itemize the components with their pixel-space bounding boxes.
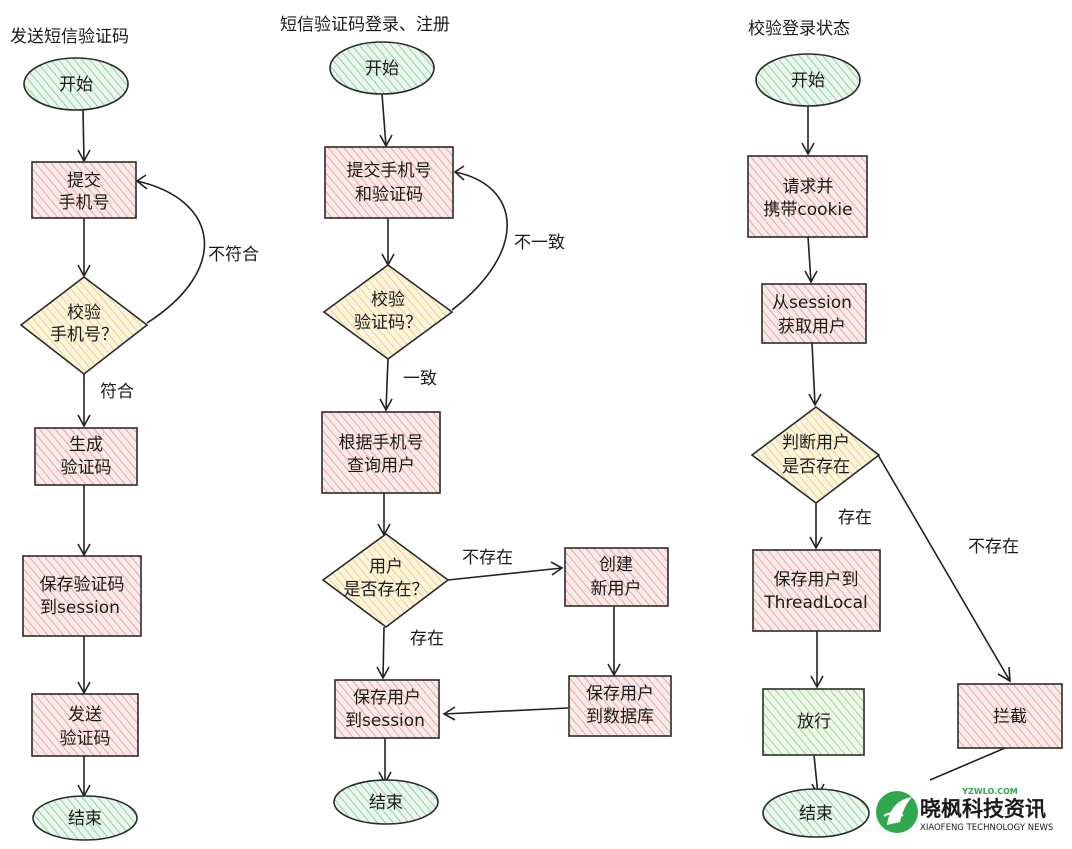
flow3: 开始 请求并 携带cookie 从session 获取用户 判断用户 是否存在 … [747,53,1063,838]
flow2-start-label: 开始 [365,59,399,79]
flow3-save-tl-node [752,549,881,632]
flow2-exists-label-2: 是否存在？ [344,580,429,600]
flow2-save-session-label-1: 保存用户 [353,688,421,708]
watermark: YZWLO.COM 晓枫科技资讯 XIAOFENG TECHNOLOGY NEW… [872,787,1072,849]
flow2-query-label-1: 根据手机号 [339,433,424,453]
flow2-label-exist: 存在 [410,629,444,649]
flow3-judge-node [750,405,881,505]
flow2-start-node [329,41,435,95]
flow2-submit-label-2: 和验证码 [355,185,423,205]
flow2: 开始 提交手机号 和验证码 校验 验证码？ 根据手机号 查询用户 用户 是否存在… [321,41,672,825]
flow2-label-inconsistent: 不一致 [514,233,565,253]
flow1-verify-node [19,275,149,376]
flow2-submit-node [324,146,454,219]
flow3-intercept-node [957,683,1063,749]
flow1-send-label-2: 验证码 [60,729,111,749]
flow3-get-user-label-1: 从session [772,293,852,313]
flow3-save-tl-label-1: 保存用户到 [774,570,859,590]
flow2-create-label-1: 创建 [599,555,633,575]
flow1-save-node [22,555,142,637]
flow2-exists-node [321,533,450,629]
flow3-request-label-2: 携带cookie [763,200,852,220]
flow2-label-not-exist: 不存在 [462,548,513,568]
flow2-query-node [321,411,441,494]
flow2-save-session-node [334,679,440,739]
flow1-send-label-1: 发送 [68,705,102,725]
flow1-submit-label-1: 提交 [67,171,101,191]
flow2-query-label-2: 查询用户 [347,456,415,476]
flow1: 开始 提交 手机号 校验 手机号？ 生成 验证码 保存验证码 到session … [19,57,259,841]
watermark-name: 晓枫科技资讯 [920,797,1046,821]
flow2-create-node [564,547,669,607]
flow2-end-label: 结束 [369,793,403,813]
flow3-get-user-label-2: 获取用户 [778,317,846,337]
watermark-url: YZWLO.COM [961,787,1018,796]
flow1-verify-label-1: 校验 [67,303,101,323]
flow3-judge-label-1: 判断用户 [782,433,850,453]
flow1-start-node [23,57,129,111]
flow2-exists-label-1: 用户 [369,557,403,577]
flow3-start-label: 开始 [791,71,825,91]
flow3-pass-label: 放行 [797,712,831,732]
title-check-login: 校验登录状态 [748,19,850,39]
leaf-logo-icon [876,791,918,833]
flow3-save-tl-label-2: ThreadLocal [763,593,868,613]
flow3-get-user-node [761,283,867,344]
flow1-edge-start-submit [82,109,85,162]
flow1-generate-label-1: 生成 [69,435,103,455]
flow2-save-db-label-1: 保存用户 [586,684,654,704]
title-send-sms: 发送短信验证码 [10,27,129,47]
flow3-label-exist: 存在 [838,508,872,528]
flow3-end-label: 结束 [799,804,833,824]
flow3-judge-label-2: 是否存在 [782,457,850,477]
flow3-end-node [762,788,870,838]
flow2-save-db-label-2: 到数据库 [586,707,654,727]
title-sms-login: 短信验证码登录、注册 [280,15,450,35]
flow1-verify-label-2: 手机号？ [50,325,118,345]
flow2-label-consistent: 一致 [403,369,437,389]
flow3-label-not-exist: 不存在 [968,537,1019,557]
flow1-submit-label-2: 手机号 [59,193,110,213]
flow1-label-mismatch: 不符合 [208,245,259,265]
flow1-generate-node [34,427,138,486]
flow1-label-match: 符合 [100,382,134,402]
flow1-send-node [31,693,139,757]
flow1-save-label-1: 保存验证码 [40,575,125,595]
flow2-verify-label-1: 校验 [371,290,405,310]
flow2-save-db-node [568,675,672,737]
flow3-start-node [755,53,861,107]
flow1-end-label: 结束 [68,809,102,829]
watermark-subtitle: XIAOFENG TECHNOLOGY NEWS [920,823,1053,833]
flow2-create-label-2: 新用户 [591,579,642,599]
flow1-end-node [32,795,138,841]
flow1-edge-loop [136,180,206,324]
flow3-request-label-1: 请求并 [783,177,834,197]
flow1-submit-node [31,161,137,219]
flow3-intercept-label: 拦截 [993,707,1027,727]
flow1-generate-label-2: 验证码 [61,458,112,478]
flow2-submit-label-1: 提交手机号 [347,161,432,181]
flow1-start-label: 开始 [59,75,93,95]
flow3-pass-node [762,688,865,756]
flow2-verify-node [322,264,454,360]
flow2-verify-label-2: 验证码？ [354,313,422,333]
flow2-end-node [333,779,439,825]
flow2-save-session-label-2: 到session [345,711,425,731]
flow3-request-node [747,155,868,238]
flow1-save-label-2: 到session [40,598,120,618]
